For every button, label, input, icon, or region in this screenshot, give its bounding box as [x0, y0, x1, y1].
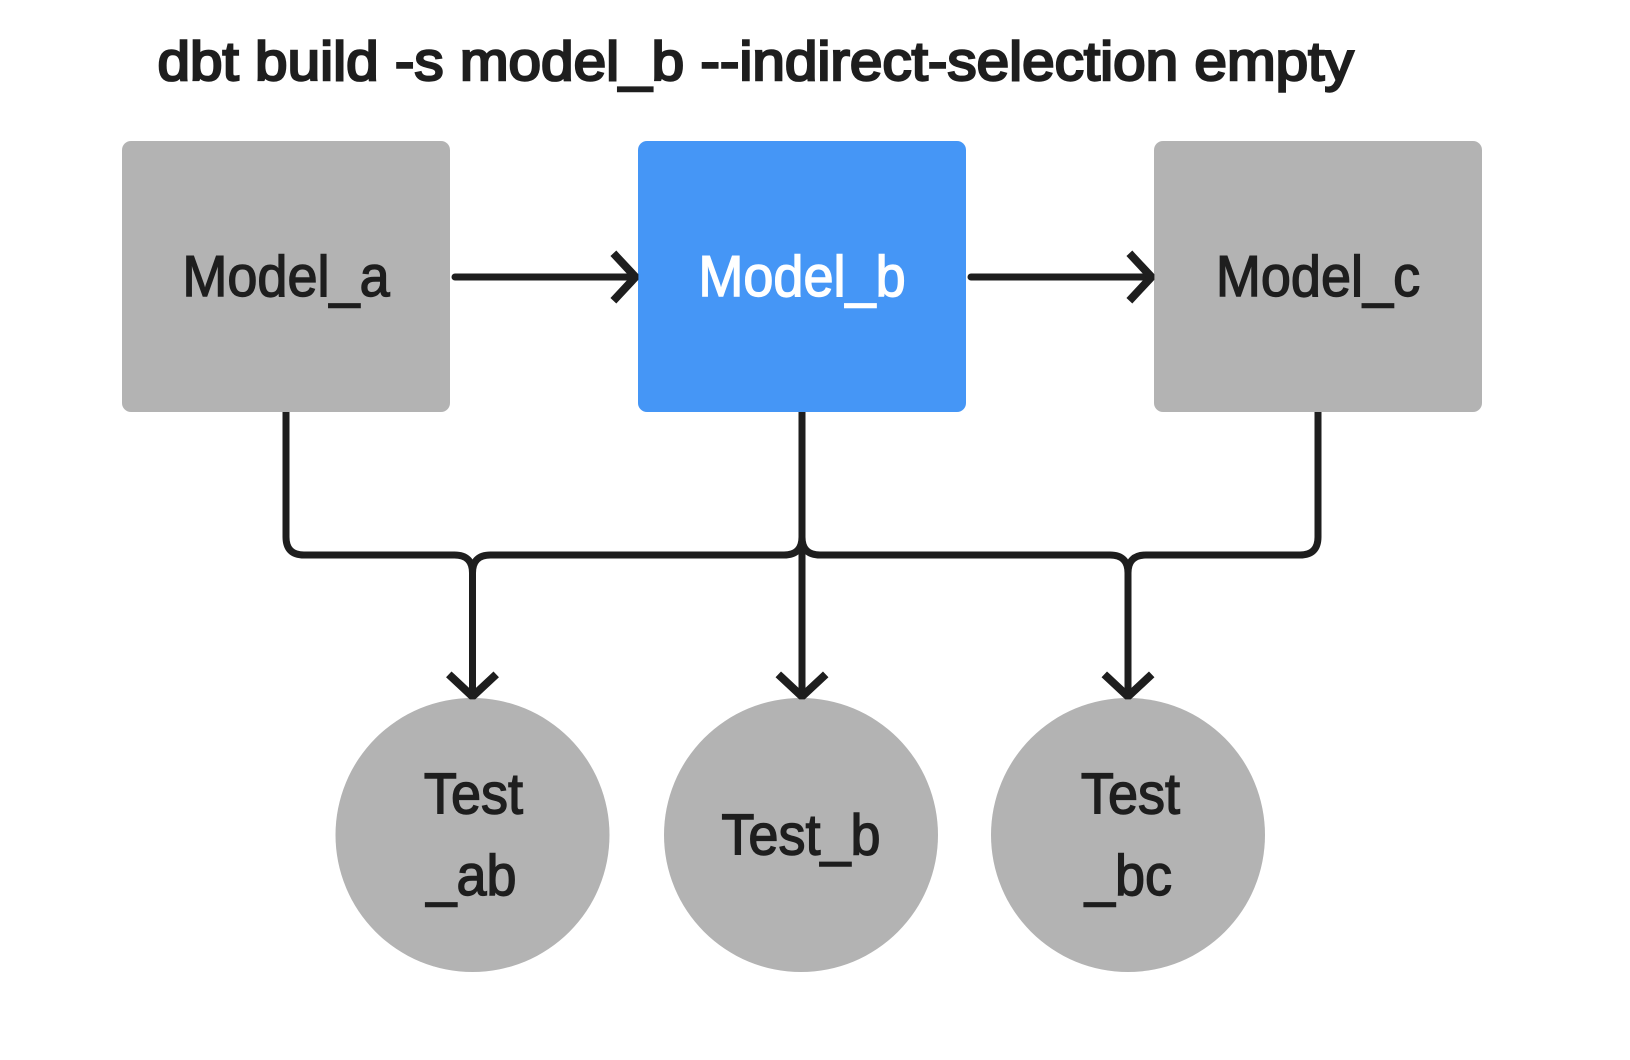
svg-text:Test_b: Test_b: [721, 802, 880, 867]
svg-text:_bc: _bc: [1084, 843, 1172, 908]
svg-text:Model_b: Model_b: [698, 243, 905, 308]
svg-text:Model_c: Model_c: [1216, 243, 1420, 308]
svg-text:Test: Test: [1081, 761, 1181, 826]
svg-text:Model_a: Model_a: [182, 243, 390, 308]
svg-text:Test: Test: [424, 761, 524, 826]
svg-text:dbt build -s model_b --indirec: dbt build -s model_b --indirect-selectio…: [158, 32, 1355, 93]
svg-text:_ab: _ab: [425, 843, 516, 908]
